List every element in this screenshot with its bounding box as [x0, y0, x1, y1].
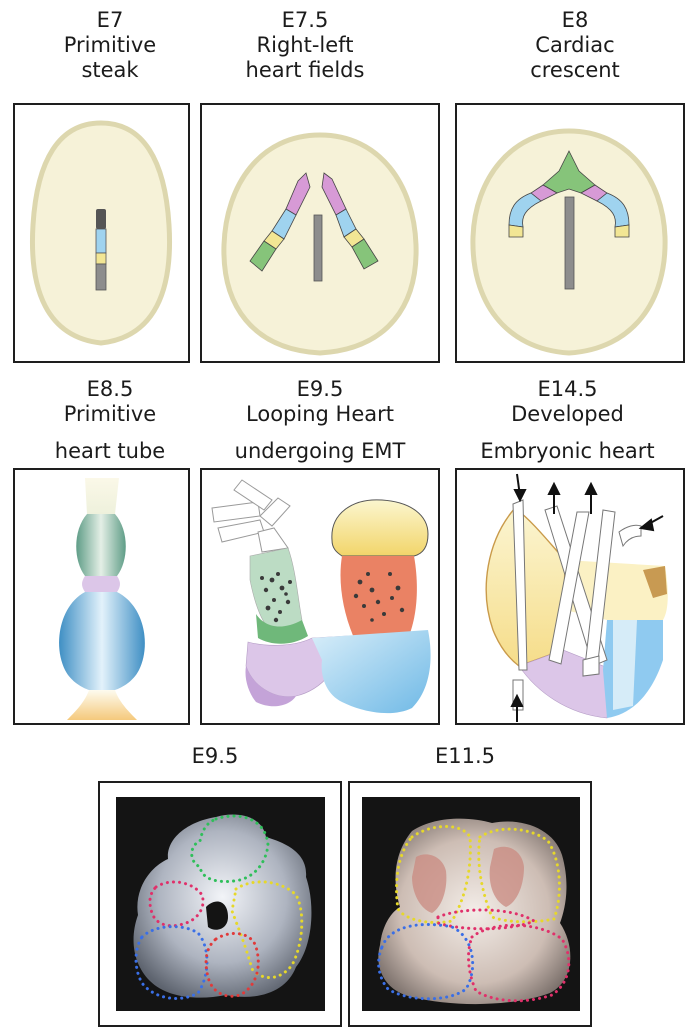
atrium-yellow [332, 500, 428, 556]
tissue-gap [206, 902, 228, 930]
atrioventricular-canal-orange [341, 556, 417, 638]
streak-blue-segment [96, 229, 106, 253]
stage-age: E7.5 [215, 8, 395, 33]
tube-orange-region [67, 690, 137, 720]
primitive-streak [565, 197, 574, 289]
stage-title-line2: Embryonic heart [450, 439, 685, 464]
septum-light-blue [613, 620, 637, 710]
tube-inflow-region [85, 478, 119, 514]
heart-photo-e11-5-image [362, 797, 580, 1011]
stage-title-line1: Developed [450, 402, 685, 427]
primitive-streak [314, 215, 322, 281]
stage-title-line1: Right-left [215, 33, 395, 58]
stage-label-e8: E8 Cardiac crescent [485, 8, 665, 83]
streak-yellow-segment [96, 253, 106, 264]
photo-panel-e9-5 [98, 781, 342, 1027]
photo-panel-e11-5 [348, 781, 592, 1027]
arrow-icon [515, 490, 525, 500]
stage-age: E8 [485, 8, 665, 33]
stage-title-line2: heart fields [215, 58, 395, 83]
stage-title-line1: Cardiac [485, 33, 665, 58]
stage-label-e7: E7 Primitive steak [40, 8, 180, 83]
embryo-e7-5-drawing [202, 105, 438, 361]
tube-outflow-green-region [76, 514, 126, 576]
stage-title-line2: heart tube [25, 439, 195, 464]
heart-photo-e9-5 [116, 797, 325, 1011]
stage-age: E14.5 [450, 377, 685, 402]
heart-photo-e11-5 [362, 797, 580, 1011]
crescent-yellow-right [615, 225, 629, 237]
stage-age: E8.5 [25, 377, 195, 402]
stage-label-e14-5: E14.5 Developed Embryonic heart [450, 377, 685, 464]
panel-heart-fields [200, 103, 440, 363]
stage-title-line1: Primitive [25, 402, 195, 427]
looping-heart-drawing [202, 470, 438, 723]
developed-heart-drawing [457, 470, 683, 723]
stage-title-line1: Primitive [40, 33, 180, 58]
crescent-yellow-left [509, 225, 523, 237]
streak-node [96, 209, 106, 229]
embryo-e7-drawing [15, 105, 188, 361]
stage-label-e7-5: E7.5 Right-left heart fields [215, 8, 395, 83]
panel-looping-heart [200, 468, 440, 725]
right-ventricle-blue [312, 630, 431, 713]
stage-label-e9-5: E9.5 Looping Heart undergoing EMT [205, 377, 435, 464]
heart-photo-e9-5-image [116, 797, 325, 1011]
tube-pink-region [82, 576, 120, 592]
panel-developed-heart [455, 468, 685, 725]
heart-tube-drawing [15, 470, 188, 723]
arrow-icon [549, 484, 559, 494]
photo-label-e9-5: E9.5 [150, 744, 280, 769]
stage-age: E9.5 [205, 377, 435, 402]
outflow-vessels [212, 480, 290, 552]
stage-title-line1: Looping Heart [205, 402, 435, 427]
stage-title-line2: undergoing EMT [205, 439, 435, 464]
photo-label-e11-5: E11.5 [400, 744, 530, 769]
stage-title-line2: crescent [485, 58, 665, 83]
arrow-icon [641, 520, 653, 530]
embryo-e8-drawing [457, 105, 683, 361]
tube-blue-ventricle-region [59, 592, 145, 690]
stage-age: E7 [40, 8, 180, 33]
panel-cardiac-crescent [455, 103, 685, 363]
arrow-icon [586, 484, 596, 494]
streak-gray-segment [96, 264, 106, 290]
stage-label-e8-5: E8.5 Primitive heart tube [25, 377, 195, 464]
stage-title-line2: steak [40, 58, 180, 83]
panel-primitive-streak [13, 103, 190, 363]
panel-heart-tube [13, 468, 190, 725]
